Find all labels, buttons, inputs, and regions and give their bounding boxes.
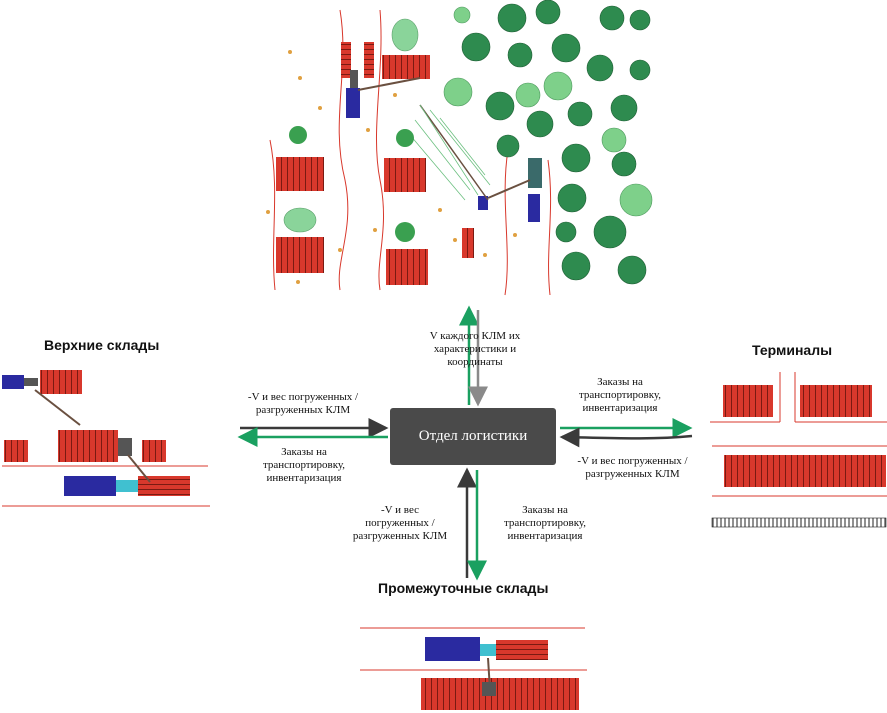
flow-label-line: разгруженных КЛМ (352, 530, 448, 542)
flow-label-line: разгруженных КЛМ (585, 468, 680, 480)
flow-label-top-line: V каждого КЛМ их (429, 330, 521, 342)
intermediate-warehouse-scene (360, 627, 587, 710)
flow-label-right-in: -V и вес погруженных / разгруженных КЛМ (560, 455, 705, 481)
flow-label-line: -V и вес погруженных / (247, 391, 359, 403)
flow-label-left-in: Заказы на транспортировку, инвентаризаци… (244, 446, 364, 485)
flow-label-line: -V и вес (381, 504, 419, 516)
flow-label-line: транспортировку, (262, 459, 346, 471)
terminals-title: Терминалы (752, 342, 833, 358)
flow-label-top-line: координаты (447, 356, 503, 368)
flow-label-line: погруженных / (365, 517, 435, 529)
flow-label-bottom-in: -V и вес погруженных / разгруженных КЛМ (335, 504, 465, 543)
logistics-department-box: Отдел логистики (390, 408, 556, 465)
flow-arrows (237, 305, 693, 581)
forest-scene (266, 0, 653, 296)
upper-warehouses-title: Верхние склады (44, 337, 160, 353)
logistics-department-label: Отдел логистики (418, 428, 528, 444)
flow-label-line: Заказы на (597, 376, 643, 388)
flow-label-line: инвентаризация (266, 472, 342, 484)
flow-label-bottom-out: Заказы на транспортировку, инвентаризаци… (485, 504, 605, 543)
upper-warehouse-scene (2, 370, 210, 507)
terminals-scene (710, 372, 887, 528)
flow-label-line: Заказы на (522, 504, 568, 516)
flow-label-line: Заказы на (281, 446, 327, 458)
flow-label-line: транспортировку, (578, 389, 662, 401)
flow-label-left-out: -V и вес погруженных / разгруженных КЛМ (228, 391, 378, 417)
flow-label-right-out: Заказы на транспортировку, инвентаризаци… (560, 376, 680, 415)
flow-label-top-line: характеристики и (433, 343, 517, 355)
flow-label-line: инвентаризация (507, 530, 583, 542)
flow-label-line: -V и вес погруженных / (577, 455, 688, 467)
flow-label-line: разгруженных КЛМ (255, 404, 351, 416)
intermediate-warehouses-title: Промежуточные склады (378, 580, 549, 596)
flow-label-top: V каждого КЛМ их характеристики и коорди… (410, 330, 540, 369)
arrow-right-in (559, 427, 693, 448)
flow-label-line: транспортировку, (503, 517, 587, 529)
flow-label-line: инвентаризация (582, 402, 658, 414)
